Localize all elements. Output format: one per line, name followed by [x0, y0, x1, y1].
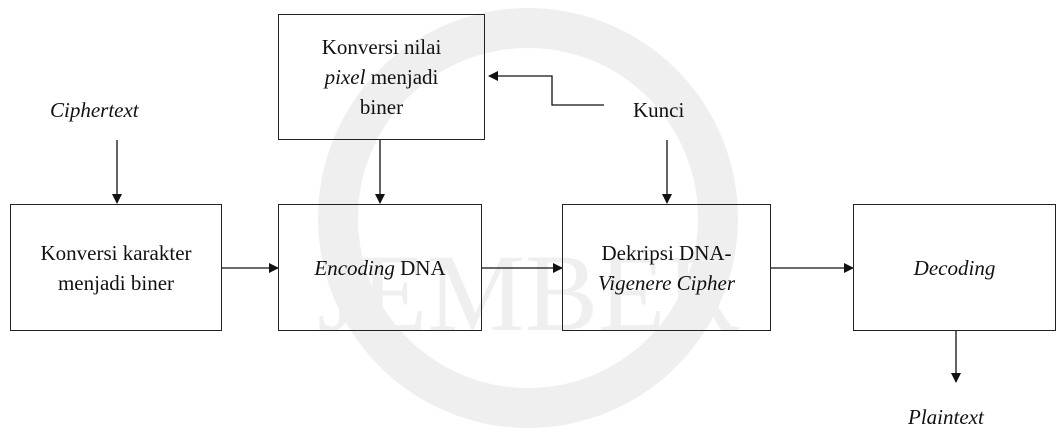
- konversi-pixel-line2: pixel menjadi: [324, 65, 439, 89]
- konversi-karakter-box: Konversi karakter menjadi biner: [10, 204, 222, 331]
- konversi-karakter-line1: Konversi karakter: [40, 240, 192, 265]
- konversi-karakter-line2: menjadi biner: [57, 270, 175, 295]
- kunci-label: Kunci: [633, 98, 685, 122]
- plaintext-label: Plaintext: [908, 405, 984, 429]
- decoding-label: Decoding: [913, 255, 996, 280]
- konversi-pixel-line3: biner: [359, 95, 404, 119]
- encoding-dna-label: Encoding DNA: [314, 255, 446, 280]
- dekripsi-line1: Dekripsi DNA-: [601, 240, 732, 265]
- dekripsi-line2: Vigenere Cipher: [597, 270, 736, 295]
- konversi-pixel-box: Konversi nilai pixel menjadi biner: [278, 14, 485, 140]
- dekripsi-dna-vigenere-box: Dekripsi DNA- Vigenere Cipher: [562, 204, 771, 331]
- decoding-box: Decoding: [853, 204, 1056, 331]
- encoding-dna-box: Encoding DNA: [278, 204, 482, 331]
- konversi-pixel-line1: Konversi nilai: [321, 35, 442, 59]
- arrow-kunci-to-konversi-pixel: [488, 71, 604, 106]
- ciphertext-label: Ciphertext: [50, 98, 139, 122]
